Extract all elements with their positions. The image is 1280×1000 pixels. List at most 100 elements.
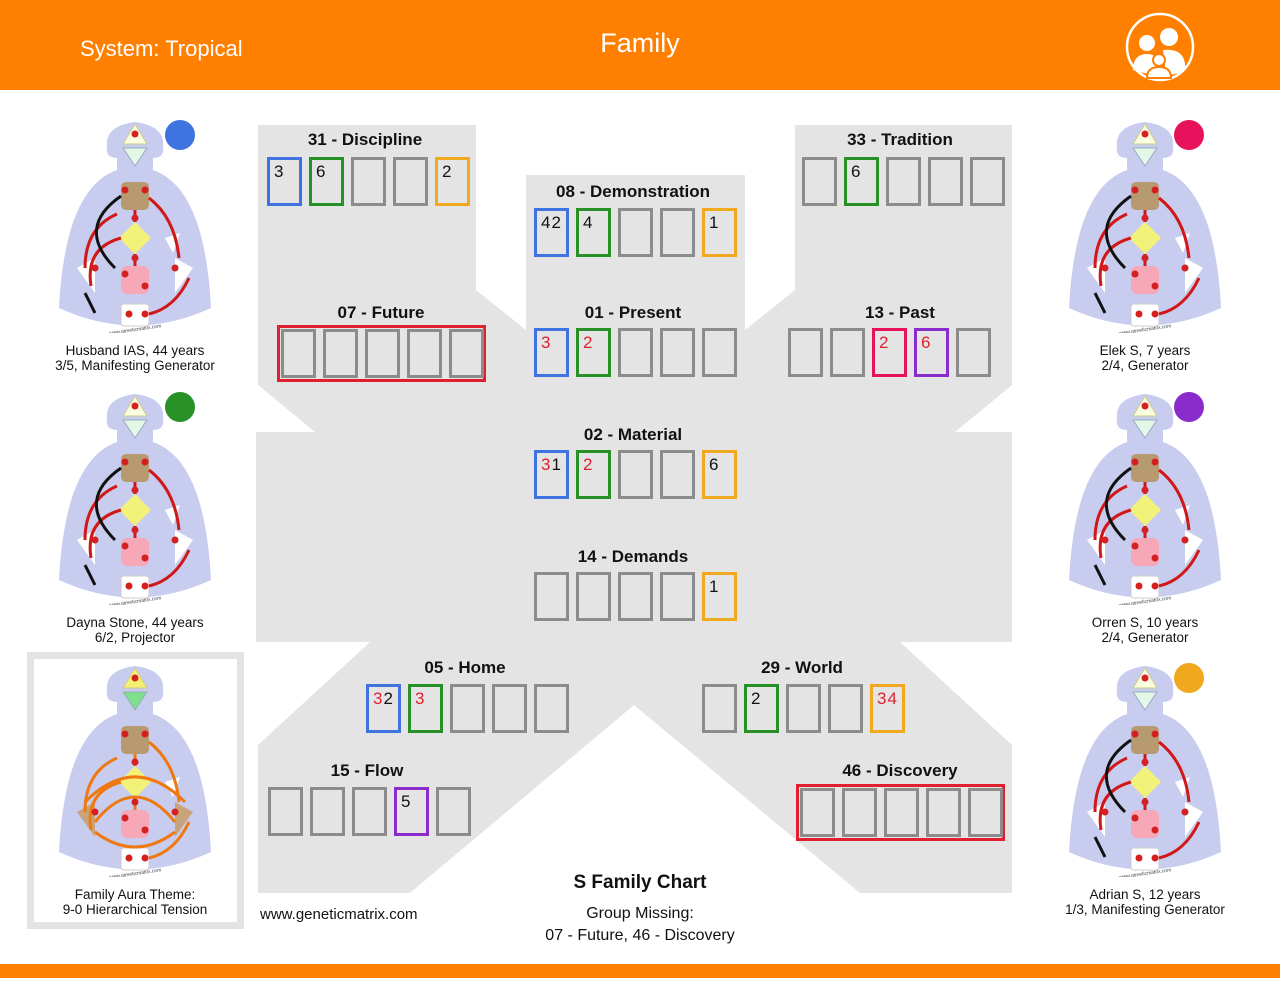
group-cell: 2	[576, 450, 611, 499]
line-number: 3	[373, 689, 384, 708]
line-number: 3	[541, 333, 552, 352]
group-cell	[281, 329, 316, 378]
group-cell	[830, 328, 865, 377]
bodygraph[interactable]: www.geneticmatrix.com	[1065, 662, 1225, 881]
group-cell: 32	[366, 684, 401, 733]
group-cell	[534, 572, 569, 621]
person-profile: 1/3, Manifesting Generator	[1065, 902, 1225, 917]
group-cell	[352, 787, 387, 836]
person-caption: Family Aura Theme:9-0 Hierarchical Tensi…	[25, 887, 245, 917]
line-number: 6	[921, 333, 932, 352]
line-number: 3	[541, 455, 552, 474]
group-cell	[268, 787, 303, 836]
group-cell	[310, 787, 345, 836]
group-label: 14 - Demands	[577, 547, 689, 566]
person-name: Husband IAS, 44 years	[65, 343, 205, 358]
group-cell	[702, 328, 737, 377]
group-cell: 1	[702, 572, 737, 621]
group-label: 15 - Flow	[330, 761, 404, 780]
family-aura-frame	[27, 652, 244, 929]
group-label: 29 - World	[761, 658, 843, 677]
person-name: Elek S, 7 years	[1099, 343, 1191, 358]
person-profile: 3/5, Manifesting Generator	[55, 358, 215, 373]
person-name: Adrian S, 12 years	[1089, 887, 1201, 902]
group-cell	[450, 684, 485, 733]
system-label: System: Tropical	[80, 36, 243, 61]
person-color-dot	[165, 120, 195, 150]
line-number: 2	[879, 333, 890, 352]
group-cell: 42	[534, 208, 569, 257]
family-aura-bodygraph[interactable]: www.geneticmatrix.com	[55, 662, 215, 881]
bodygraph[interactable]: www.geneticmatrix.com	[1065, 118, 1225, 337]
bodygraph[interactable]: www.geneticmatrix.com	[1065, 390, 1225, 609]
group-cell	[956, 328, 991, 377]
group-cell	[802, 157, 837, 206]
group-label: 33 - Tradition	[847, 130, 953, 149]
group-cell	[407, 329, 442, 378]
header-bar: System: Tropical Family	[0, 0, 1280, 90]
group-cell: 5	[394, 787, 429, 836]
line-number: 2	[551, 213, 562, 232]
group-cell	[618, 208, 653, 257]
group-cell	[618, 572, 653, 621]
line-number: 3	[415, 689, 426, 708]
group-cell	[828, 684, 863, 733]
group-cell: 3	[534, 328, 569, 377]
group-label: 46 - Discovery	[842, 761, 958, 780]
website-link[interactable]: www.geneticmatrix.com	[260, 906, 418, 923]
group-cell: 3	[408, 684, 443, 733]
group-cell	[660, 328, 695, 377]
group-label: 01 - Present	[584, 303, 682, 322]
group-cell	[786, 684, 821, 733]
line-number: 2	[751, 689, 762, 708]
person-name: Family Aura Theme:	[74, 887, 196, 902]
line-number: 6	[709, 455, 720, 474]
bodygraph[interactable]: www.geneticmatrix.com	[55, 390, 215, 609]
group-cell	[788, 328, 823, 377]
line-number: 3	[274, 162, 285, 181]
line-number: 4	[541, 213, 552, 232]
group-cell: 6	[844, 157, 879, 206]
line-number: 3	[877, 689, 888, 708]
group-cell: 34	[870, 684, 905, 733]
group-cell: 2	[576, 328, 611, 377]
missing-group-outline	[277, 325, 486, 382]
line-number: 5	[401, 792, 412, 811]
group-cell	[928, 157, 963, 206]
group-cell	[926, 788, 961, 837]
group-cell	[576, 572, 611, 621]
person-profile: 6/2, Projector	[94, 630, 176, 645]
missing-list: 07 - Future, 46 - Discovery	[545, 927, 735, 944]
person-name: Dayna Stone, 44 years	[66, 615, 204, 630]
group-label: 02 - Material	[583, 425, 683, 444]
group-cell: 2	[872, 328, 907, 377]
line-number: 2	[583, 333, 594, 352]
group-cell: 6	[702, 450, 737, 499]
line-number: 4	[887, 689, 898, 708]
group-cell: 2	[744, 684, 779, 733]
line-number: 1	[551, 455, 562, 474]
group-cell: 1	[702, 208, 737, 257]
missing-label: Group Missing:	[586, 905, 694, 922]
group-cell	[886, 157, 921, 206]
group-cell	[323, 329, 358, 378]
person-profile: 9-0 Hierarchical Tension	[62, 902, 208, 917]
page-title: Family	[600, 28, 680, 58]
group-cell: 2	[435, 157, 470, 206]
line-number: 4	[583, 213, 594, 232]
line-number: 6	[851, 162, 862, 181]
group-cell: 4	[576, 208, 611, 257]
line-number: 2	[383, 689, 394, 708]
person-name: Orren S, 10 years	[1091, 615, 1199, 630]
group-cell	[884, 788, 919, 837]
person-color-dot	[1174, 392, 1204, 422]
group-cell	[449, 329, 484, 378]
bodygraph[interactable]: www.geneticmatrix.com	[55, 118, 215, 337]
person-color-dot	[165, 392, 195, 422]
